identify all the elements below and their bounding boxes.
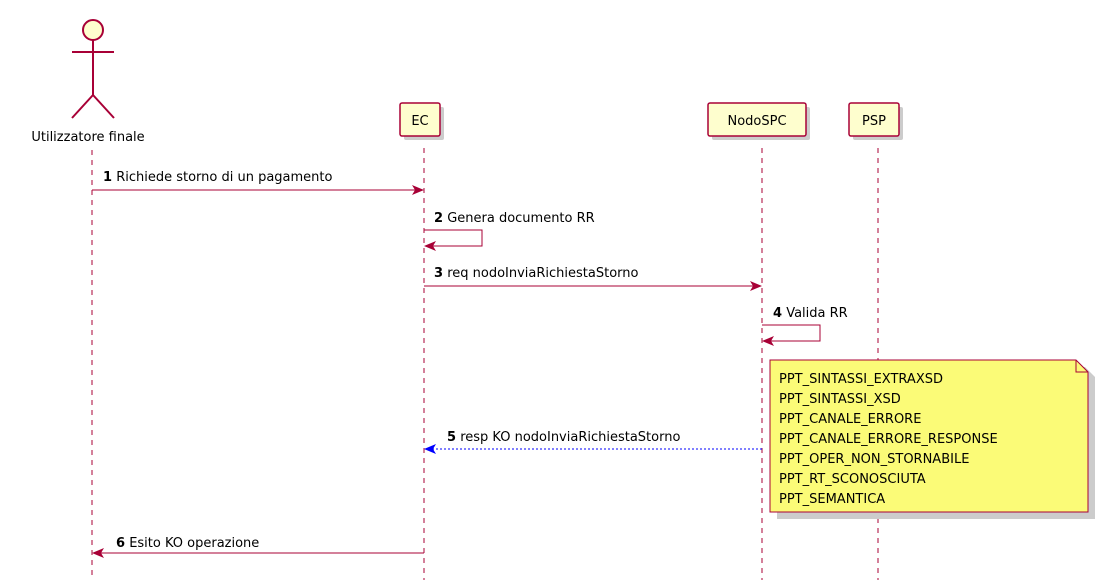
participant-nodospc [707, 102, 807, 137]
actor-label: Utilizzatore finale [31, 130, 144, 145]
note-line: PPT_OPER_NON_STORNABILE [779, 452, 969, 467]
message-6: 6 Esito KO operazione [92, 536, 424, 558]
message-1: 1 Richiede storno di un pagamento [92, 170, 424, 195]
message-3-label: req nodoInviaRichiestaStorno [447, 266, 638, 281]
message-2: 2 Genera documento RR [424, 211, 595, 251]
message-3: 3 req nodoInviaRichiestaStorno [424, 266, 762, 291]
svg-text:3 req nodoInviaRichiestaStorno: 3 req nodoInviaRichiestaStorno [434, 266, 639, 281]
error-codes-note: PPT_SINTASSI_EXTRAXSD PPT_SINTASSI_XSD P… [769, 359, 1095, 519]
svg-text:4 Valida RR: 4 Valida RR [773, 306, 848, 321]
participant-psp-label: PSP [862, 114, 886, 129]
message-3-number: 3 [434, 266, 443, 281]
message-4: 4 Valida RR [762, 306, 848, 346]
message-5-label: resp KO nodoInviaRichiestaStorno [460, 430, 680, 445]
participant-psp [848, 102, 900, 137]
svg-text:6 Esito KO operazione: 6 Esito KO operazione [116, 536, 259, 551]
note-line: PPT_SINTASSI_EXTRAXSD [779, 372, 943, 387]
note-line: PPT_SINTASSI_XSD [779, 392, 901, 407]
message-2-number: 2 [434, 211, 443, 226]
message-4-number: 4 [773, 306, 782, 321]
message-6-label: Esito KO operazione [129, 536, 259, 551]
actor-icon [71, 19, 115, 119]
svg-text:2 Genera documento RR: 2 Genera documento RR [434, 211, 595, 226]
message-6-number: 6 [116, 536, 125, 551]
message-2-label: Genera documento RR [447, 211, 595, 226]
note-line: PPT_RT_SCONOSCIUTA [779, 472, 926, 487]
participant-ec [399, 102, 441, 137]
svg-text:1 Richiede storno di un pagame: 1 Richiede storno di un pagamento [103, 170, 333, 185]
note-line: PPT_CANALE_ERRORE_RESPONSE [779, 432, 998, 447]
message-5-number: 5 [447, 430, 456, 445]
message-5: 5 resp KO nodoInviaRichiestaStorno [424, 430, 762, 454]
message-4-label: Valida RR [786, 306, 848, 321]
note-line: PPT_SEMANTICA [779, 492, 885, 507]
participant-nodospc-label: NodoSPC [727, 114, 786, 129]
svg-text:5 resp KO nodoInviaRichiestaSt: 5 resp KO nodoInviaRichiestaStorno [447, 430, 680, 445]
note-line: PPT_CANALE_ERRORE [779, 412, 921, 427]
participant-ec-label: EC [411, 114, 428, 129]
message-1-number: 1 [103, 170, 112, 185]
message-1-label: Richiede storno di un pagamento [116, 170, 332, 185]
